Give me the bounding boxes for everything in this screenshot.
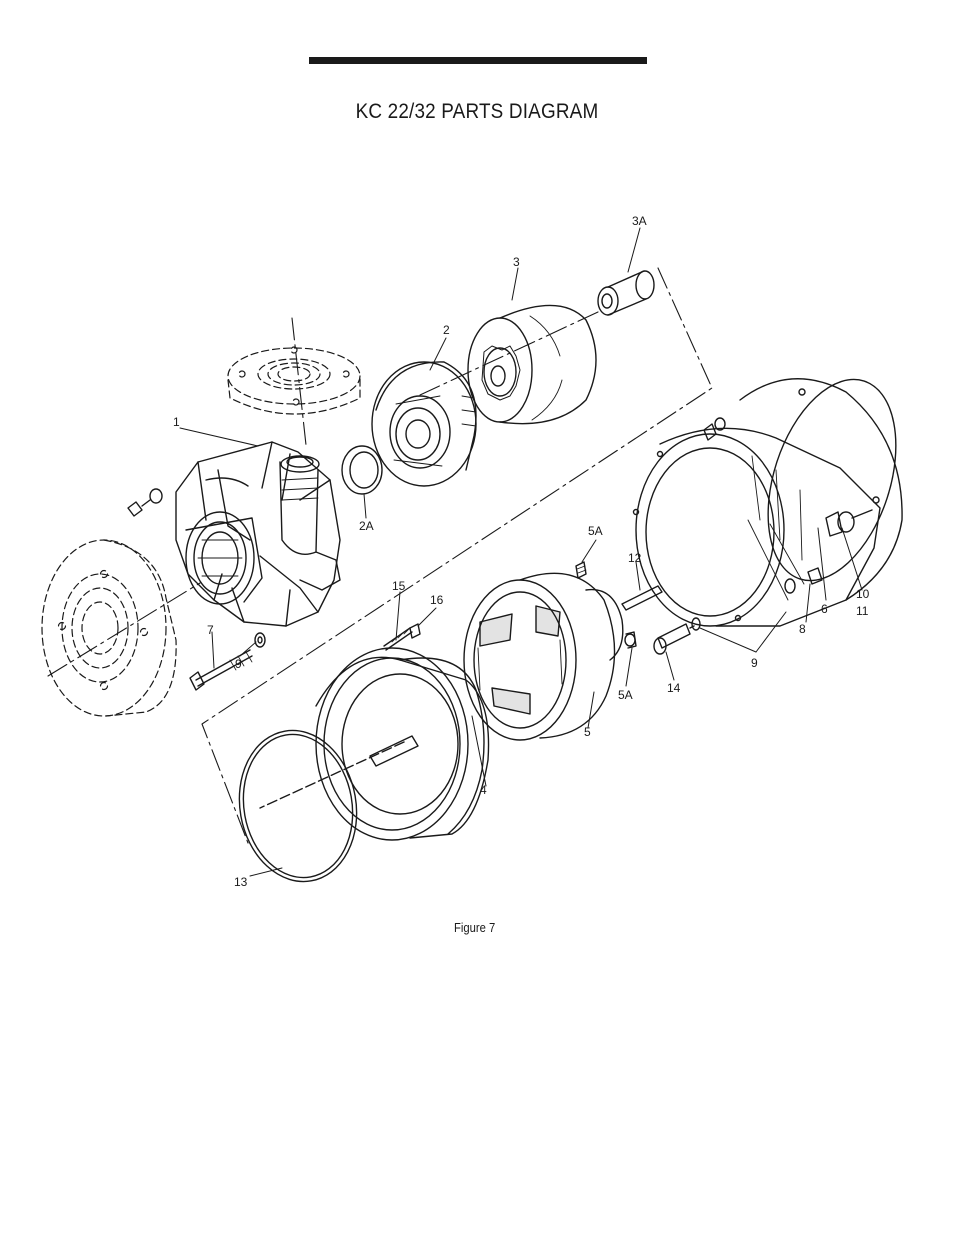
page-title: KC 22/32 PARTS DIAGRAM: [355, 100, 599, 123]
assembly-guide-lines: [47, 267, 713, 844]
set-screw-bottom: [624, 631, 637, 649]
callout-4: 4: [480, 783, 487, 797]
impeller-magnet-assembly: [467, 304, 597, 425]
callout-2: 2: [443, 323, 450, 337]
callout-7: 7: [207, 623, 214, 637]
bushing: [597, 270, 655, 316]
housing-bolt: [189, 649, 253, 691]
motor-bracket: [632, 378, 903, 627]
callout-labels: 1 2 2A 3 3A 4 5 5A 5A 6 7 8 9 9 10 11 12…: [173, 214, 870, 889]
hex-nut: [703, 417, 823, 585]
drain-plug: [825, 509, 873, 537]
callout-8: 8: [799, 622, 806, 636]
containment-shell: [259, 647, 490, 841]
callout-5: 5: [584, 725, 591, 739]
callout-9-right: 9: [751, 656, 758, 670]
figure-caption: Figure 7: [454, 921, 496, 935]
callout-15: 15: [392, 579, 406, 593]
drive-magnet: [463, 572, 624, 741]
header-rule: [309, 57, 647, 64]
callout-2a: 2A: [359, 519, 374, 533]
suction-flange-phantom: [41, 539, 177, 717]
nut-washer-left: [127, 488, 163, 517]
shell-screw: [383, 623, 421, 651]
wear-ring: [341, 445, 383, 495]
set-screw-top: [575, 561, 587, 579]
callout-leaders: [179, 227, 863, 877]
callout-1: 1: [173, 415, 180, 429]
callout-6: 6: [821, 602, 828, 616]
discharge-flange-phantom: [227, 346, 361, 415]
shaft-key: [621, 585, 663, 611]
callout-12: 12: [628, 551, 642, 565]
callout-9-left: 9: [235, 657, 242, 671]
lock-washer-right: [691, 578, 796, 631]
lock-washer-left: [254, 632, 266, 648]
callout-3a: 3A: [632, 214, 647, 228]
callout-16: 16: [430, 593, 444, 607]
callout-13: 13: [234, 875, 248, 889]
casing-cover: [371, 361, 477, 487]
pump-housing: [175, 441, 341, 627]
o-ring: [238, 729, 358, 883]
callout-14: 14: [667, 681, 681, 695]
callout-10: 10: [856, 587, 870, 601]
callout-3: 3: [513, 255, 520, 269]
callout-5a-bottom: 5A: [618, 688, 633, 702]
callout-11: 11: [856, 604, 869, 618]
callout-5a-top: 5A: [588, 524, 603, 538]
motor-bolt: [653, 623, 695, 655]
